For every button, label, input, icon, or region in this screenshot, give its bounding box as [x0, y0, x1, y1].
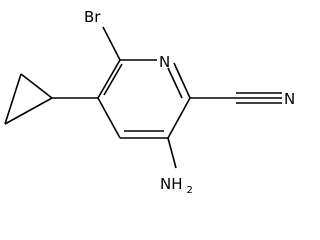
atom-labels: Br N N NH 2 — [84, 8, 295, 196]
amino-nh: NH — [160, 175, 183, 193]
amino-h-count: 2 — [187, 185, 193, 196]
bond-c4-c5 — [97, 97, 121, 139]
bond-c2-c3 — [167, 97, 191, 139]
bond-cyclopropyl-left — [4, 73, 22, 125]
bond-c6-br — [102, 26, 121, 61]
bond-n-c2-inner — [167, 67, 183, 99]
bond-n-c2 — [173, 62, 191, 99]
atom-label-amino-group: NH 2 — [160, 175, 193, 196]
bond-cyclopropyl-top — [20, 73, 53, 99]
chemical-structure: Br N N NH 2 — [4, 8, 295, 196]
bond-c3-nh2 — [167, 137, 177, 169]
atom-label-ring-nitrogen: N — [159, 53, 170, 71]
atom-label-bromine: Br — [84, 8, 101, 26]
bonds — [4, 26, 282, 169]
bond-c5-c6 — [97, 59, 121, 99]
bond-cyclopropyl-bottom — [4, 97, 53, 125]
bond-c5-c6-inner — [103, 63, 123, 96]
atom-label-nitrile-nitrogen: N — [284, 90, 295, 108]
